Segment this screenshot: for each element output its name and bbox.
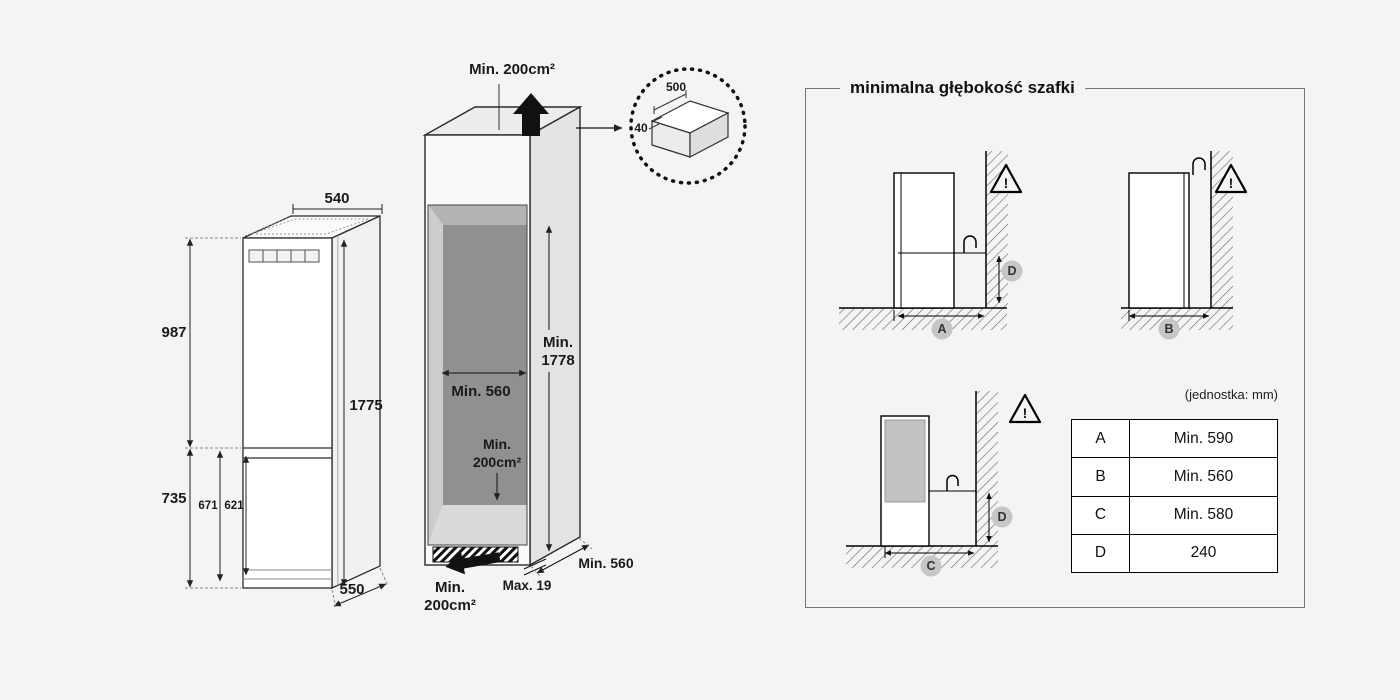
fridge-top-inset: [251, 218, 370, 235]
fridge-upper-height-label: 987: [161, 324, 186, 341]
fridge-total-height-label: 1775: [349, 397, 382, 414]
label-b: B: [1164, 322, 1173, 336]
fridge-outline: [893, 172, 955, 309]
cabinet-interior: [428, 205, 527, 545]
niche-floor: [428, 505, 527, 545]
niche-opening-frame: [427, 204, 528, 546]
warning-triangle-icon: [1214, 163, 1248, 194]
label-badge-d1: [1001, 260, 1023, 282]
label-badge-b: [1158, 318, 1180, 340]
installation-diagrams: A D ! B !: [839, 151, 1248, 577]
row-value: Min. 590: [1129, 418, 1278, 459]
niche-height-label-line1: Min.: [543, 334, 573, 351]
panel-title: minimalna głębokość szafki: [840, 78, 1085, 98]
fridge-inner-height-b-label: 621: [224, 500, 244, 512]
cabinet-depth-panel: minimalna głębokość szafki A D !: [805, 78, 1305, 608]
interior-vent-label-line2: 200cm²: [473, 454, 522, 470]
label-badge-a: [931, 318, 953, 340]
label-d1: D: [1007, 264, 1016, 278]
warning-triangle-icon: [989, 163, 1023, 194]
fridge-body-fill: [884, 419, 926, 503]
row-key: D: [1071, 533, 1130, 574]
row-value: 240: [1129, 533, 1278, 574]
wall-hatch: [976, 391, 998, 546]
airflow-arrow-bottom: [445, 552, 501, 575]
table-row-a: A Min. 590: [1071, 418, 1278, 459]
fridge-outline: [1128, 172, 1190, 309]
fridge-front-face: [242, 237, 333, 589]
fridge-top-grille: [248, 249, 320, 263]
fridge-inner-height-a-label: 671: [198, 500, 218, 512]
label-d2: D: [997, 510, 1006, 524]
front-vent-label-line1: Min.: [435, 579, 465, 596]
niche-width-label: Min. 560: [451, 383, 510, 400]
warning-exclamation-c: !: [1023, 405, 1028, 421]
installation-dimension-drawing: 540 987 1775 735 671 621 550 Min. 200cm²…: [161, 61, 747, 614]
fridge-depth-label: 550: [339, 581, 364, 598]
row-value: Min. 560: [1129, 457, 1278, 497]
row-value: Min. 580: [1129, 495, 1278, 535]
interior-vent-label-line1: Min.: [483, 436, 511, 452]
cabinet-dimensions: [441, 225, 593, 577]
detail-gap-label: 40: [634, 121, 648, 135]
warning-triangle-icon: [1008, 393, 1042, 424]
table-row-d: D 240: [1071, 533, 1278, 574]
niche-left-wall: [428, 205, 443, 545]
niche-ceiling: [428, 205, 527, 225]
corner-detail-drawing: [648, 90, 730, 158]
unit-note: (jednostka: mm): [1184, 387, 1278, 402]
table-row-c: C Min. 580: [1071, 495, 1278, 535]
front-vent-label-line2: 200cm²: [424, 597, 476, 614]
airflow-arrow-top: [513, 93, 549, 136]
label-badge-c: [920, 555, 942, 577]
warning-exclamation-b: !: [1229, 175, 1234, 191]
detail-callout: 500 40: [576, 67, 747, 185]
label-badge-d2: [991, 506, 1013, 528]
top-clearance-label: Min. 200cm²: [469, 61, 555, 78]
diagram-b: [1121, 151, 1248, 330]
power-cord-icon: [946, 474, 959, 491]
label-a: A: [937, 322, 946, 336]
table-row-b: B Min. 560: [1071, 457, 1278, 497]
cabinet-drawing: [422, 84, 583, 575]
power-cord-icon: [1192, 157, 1206, 175]
power-cord-icon: [963, 235, 977, 253]
diagram-a: [839, 151, 1023, 330]
detail-width-label: 500: [666, 80, 686, 94]
niche-back-wall: [443, 225, 527, 505]
niche-height-label-line2: 1778: [541, 352, 574, 369]
warning-exclamation-a: !: [1004, 175, 1009, 191]
diagram-c: [846, 391, 1042, 568]
row-key: B: [1071, 457, 1130, 497]
niche-depth-label: Min. 560: [578, 555, 633, 571]
floor-hatch: [839, 308, 1007, 330]
base-max-label: Max. 19: [503, 578, 552, 593]
label-c: C: [926, 559, 935, 573]
dimension-table: A Min. 590 B Min. 560 C Min. 580 D 240: [1071, 418, 1278, 574]
fridge-dimensions: [185, 204, 389, 608]
row-key: C: [1071, 495, 1130, 535]
row-key: A: [1071, 418, 1130, 459]
fridge-lower-height-label: 735: [161, 490, 186, 507]
fridge-width-label: 540: [324, 190, 349, 207]
